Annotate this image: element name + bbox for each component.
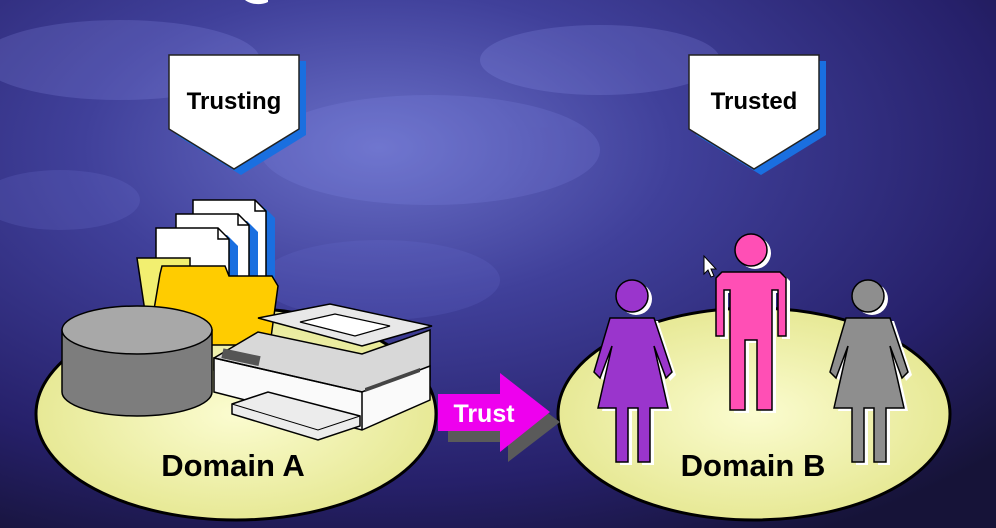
- trusting-label: Trusting: [187, 88, 282, 115]
- domain-a-label: Domain A: [161, 448, 305, 483]
- trusted-label: Trusted: [711, 88, 798, 115]
- woman-icon: [829, 279, 912, 465]
- trusted-banner: Trusted: [688, 54, 826, 175]
- woman-icon: [593, 279, 676, 465]
- cursor-icon: [703, 254, 718, 278]
- domain-b-label: Domain B: [681, 448, 826, 483]
- printer-icon: [213, 303, 433, 441]
- trust-arrow: Trust: [438, 373, 560, 462]
- disk-icon: [61, 305, 213, 417]
- trust-label: Trust: [453, 400, 515, 428]
- trusting-banner: Trusting: [168, 54, 306, 175]
- man-icon: [715, 233, 790, 413]
- title-fragment: [245, 0, 268, 5]
